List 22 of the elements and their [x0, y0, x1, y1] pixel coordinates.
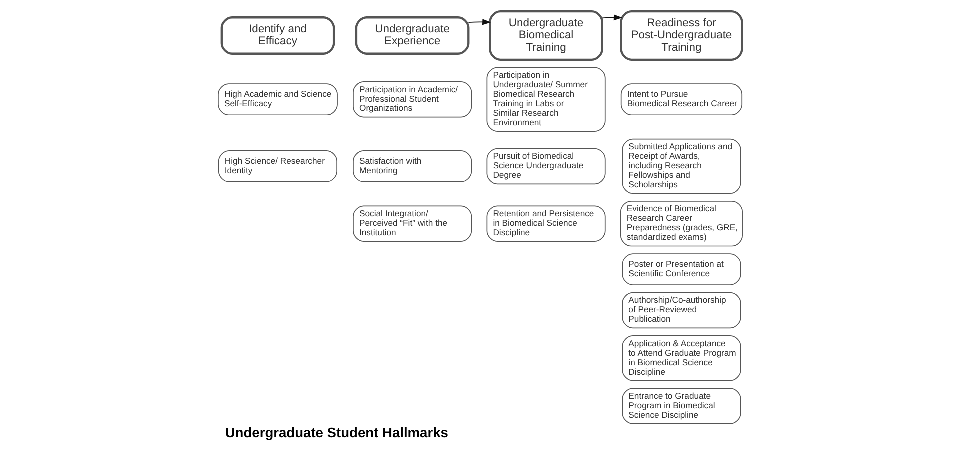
node-box: Identify and Efficacy: [220, 16, 336, 55]
node-box: Intent to Pursue Biomedical Research Career: [620, 84, 743, 116]
node-box: Undergraduate Experience: [355, 16, 470, 55]
node-box: Application & Acceptance to Attend Graduate Program in Biomedical Science Discipline: [622, 336, 742, 382]
diagram-title: Undergraduate Student Hallmarks: [225, 426, 448, 441]
node-box: Social Integration/ Perceived “Fit” with the Institution: [353, 206, 472, 242]
node-box: Retention and Persistence in Biomedical Science Discipline: [486, 206, 606, 242]
node-box: Participation in Academic/ Professional Student Organizations: [353, 81, 472, 118]
node-box: Evidence of Biomedical Research Career Preparedness (grades, GRE, standardized exams): [620, 200, 743, 247]
arrow: [602, 14, 623, 21]
node-box: Participation in Undergraduate/ Summer Biomedical Research Training in Labs or Similar Research Environment: [486, 67, 606, 132]
node-box: Poster or Presentation at Scientific Conference: [622, 254, 742, 286]
node-box: Undergraduate Biomedical Training: [489, 10, 604, 61]
node-box: High Science/ Researcher Identity: [218, 150, 338, 182]
node-box: Entrance to Graduate Program in Biomedical Science Discipline: [622, 388, 742, 424]
node-box: Submitted Applications and Receipt of Awards, including Research Fellowships and Scholarships: [622, 138, 742, 194]
node-box: Readiness for Post-Undergraduate Training: [620, 10, 744, 61]
node-box: Authorship/Co-authorship of Peer-Reviewed Publication: [622, 292, 742, 329]
node-box: High Academic and Science Self-Efficacy: [218, 84, 338, 116]
arrow: [468, 19, 492, 26]
node-box: Satisfaction with Mentoring: [353, 150, 472, 182]
node-box: Pursuit of Biomedical Science Undergraduate Degree: [486, 148, 606, 185]
